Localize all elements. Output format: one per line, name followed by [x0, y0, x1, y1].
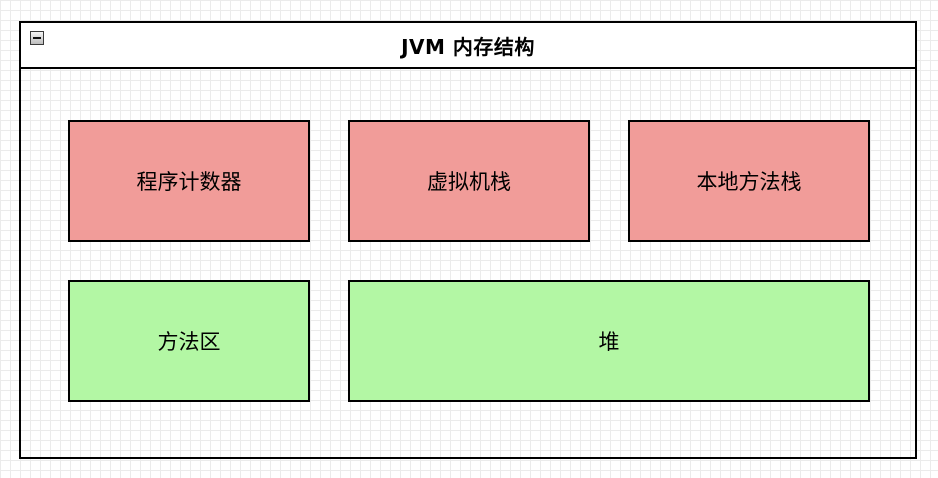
- container-header: JVM 内存结构: [21, 23, 915, 69]
- container-title: JVM 内存结构: [401, 34, 535, 59]
- minus-icon: [33, 37, 41, 39]
- jvm-memory-container: JVM 内存结构: [19, 21, 917, 459]
- block-native-method-stack[interactable]: 本地方法栈: [628, 120, 870, 242]
- block-program-counter[interactable]: 程序计数器: [68, 120, 310, 242]
- block-vm-stack[interactable]: 虚拟机栈: [348, 120, 590, 242]
- block-heap[interactable]: 堆: [348, 280, 870, 402]
- block-method-area[interactable]: 方法区: [68, 280, 310, 402]
- collapse-toggle-button[interactable]: [30, 31, 44, 45]
